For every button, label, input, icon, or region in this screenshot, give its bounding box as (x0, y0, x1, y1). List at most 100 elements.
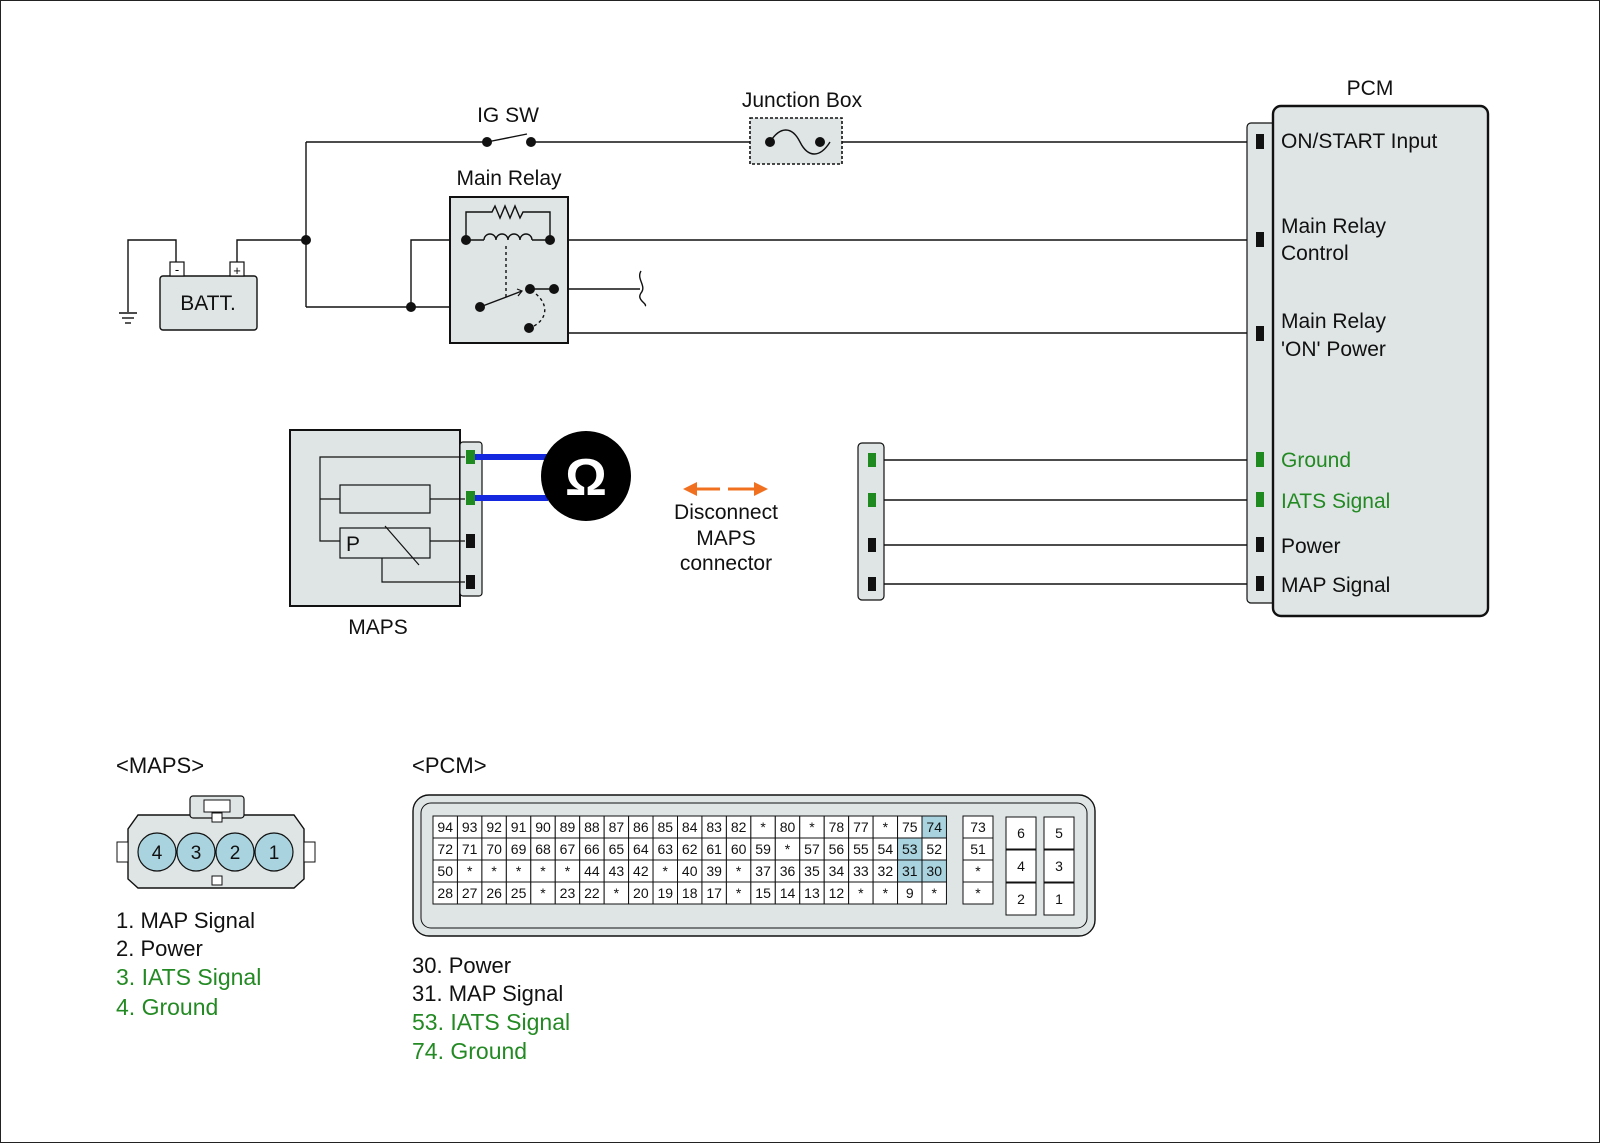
pcm-pin: 23 (554, 881, 581, 905)
svg-text:91: 91 (511, 819, 527, 835)
pcm-pin: 64 (628, 837, 654, 861)
svg-text:*: * (975, 863, 981, 879)
maps-legend-1: 1. MAP Signal (116, 908, 255, 933)
svg-text:*: * (663, 863, 669, 879)
svg-text:74: 74 (926, 819, 942, 835)
pcm-pin: 52 (921, 837, 947, 861)
maps-connector-title: <MAPS> (116, 753, 204, 778)
pcm-pin: 60 (725, 837, 752, 861)
svg-text:4: 4 (152, 843, 163, 864)
pcm-pin: 55 (848, 837, 874, 861)
maps-legend-2: 2. Power (116, 936, 203, 961)
svg-text:9: 9 (906, 885, 914, 901)
maps-pin-1: 1 (254, 832, 294, 872)
pcm-pin: 3 (1043, 849, 1075, 883)
pcm-pin: * (456, 859, 483, 883)
pcm-pin: 30 (921, 859, 947, 883)
pcm-pin: 94 (432, 815, 458, 839)
ohmmeter: Ω (475, 431, 631, 521)
svg-text:89: 89 (560, 819, 576, 835)
pcm-pin: 57 (799, 837, 825, 861)
pcm-pin: * (872, 881, 899, 905)
pcm-pin: 89 (554, 815, 581, 839)
svg-text:63: 63 (657, 841, 673, 857)
battery: - + BATT. (159, 261, 258, 331)
svg-text:*: * (858, 885, 864, 901)
svg-text:*: * (736, 863, 742, 879)
svg-text:12: 12 (829, 885, 845, 901)
svg-text:*: * (540, 863, 546, 879)
pcm-pin-map-signal: MAP Signal (1281, 574, 1390, 597)
pcm-pin: 32 (872, 859, 899, 883)
svg-text:66: 66 (584, 841, 600, 857)
svg-text:61: 61 (706, 841, 722, 857)
maps-pin-2: 2 (215, 832, 255, 872)
junction-dot (406, 302, 416, 312)
svg-text:13: 13 (804, 885, 820, 901)
svg-text:*: * (491, 863, 497, 879)
pcm-pin: * (603, 881, 630, 905)
pcm-pin: 22 (579, 881, 605, 905)
ohm-icon: Ω (565, 449, 607, 507)
svg-text:*: * (785, 841, 791, 857)
pcm-pin: 12 (823, 881, 850, 905)
svg-text:68: 68 (535, 841, 551, 857)
svg-text:53: 53 (902, 841, 918, 857)
svg-text:*: * (931, 885, 937, 901)
pcm-pin: 92 (481, 815, 507, 839)
svg-text:59: 59 (755, 841, 771, 857)
pcm-pin: 34 (823, 859, 850, 883)
pcm-pin-main-relay-on-1: Main Relay (1281, 310, 1387, 333)
battery-plus: + (233, 263, 241, 278)
svg-text:60: 60 (731, 841, 747, 857)
svg-text:83: 83 (706, 819, 722, 835)
svg-text:86: 86 (633, 819, 649, 835)
svg-text:80: 80 (780, 819, 796, 835)
main-relay-label: Main Relay (456, 167, 562, 190)
svg-text:51: 51 (970, 841, 986, 857)
svg-text:*: * (736, 885, 742, 901)
pcm-pin: 14 (774, 881, 801, 905)
pcm-pin: 62 (677, 837, 703, 861)
pcm-legend-2: 31. MAP Signal (412, 981, 563, 1006)
pcm-pin: 40 (677, 859, 703, 883)
pcm-pin: 66 (579, 837, 605, 861)
svg-text:*: * (565, 863, 571, 879)
pcm-pin: 68 (530, 837, 556, 861)
pcm-pin: * (530, 881, 556, 905)
maps-pin-4: 4 (137, 832, 177, 872)
maps-legend-3: 3. IATS Signal (116, 964, 261, 990)
disconnect-arrows (683, 482, 768, 496)
main-relay: Main Relay (449, 167, 569, 344)
pcm-pin: * (481, 859, 507, 883)
svg-text:69: 69 (511, 841, 527, 857)
harness-connector (857, 442, 885, 601)
svg-text:65: 65 (609, 841, 625, 857)
pcm-pin: 13 (799, 881, 825, 905)
ig-sw-label: IG SW (477, 104, 539, 127)
disconnect-label-1: Disconnect (674, 501, 778, 524)
pcm-pin: 74 (921, 815, 947, 839)
pcm-pin: * (799, 815, 825, 839)
pcm-legend-1: 30. Power (412, 953, 511, 978)
pcm-pin: 20 (628, 881, 654, 905)
pcm-pin: 84 (677, 815, 703, 839)
svg-text:33: 33 (853, 863, 869, 879)
pcm-pin: 54 (872, 837, 899, 861)
svg-text:94: 94 (437, 819, 453, 835)
svg-text:28: 28 (437, 885, 453, 901)
pcm-pin: * (725, 881, 752, 905)
pcm-pin: 37 (750, 859, 776, 883)
svg-text:44: 44 (584, 863, 600, 879)
svg-text:36: 36 (780, 863, 796, 879)
pcm-pin: 28 (432, 881, 458, 905)
svg-text:23: 23 (560, 885, 576, 901)
pcm-pin: 61 (701, 837, 727, 861)
svg-text:15: 15 (755, 885, 771, 901)
maps-legend-4: 4. Ground (116, 994, 218, 1020)
maps-pin-3: 3 (176, 832, 216, 872)
svg-text:90: 90 (535, 819, 551, 835)
